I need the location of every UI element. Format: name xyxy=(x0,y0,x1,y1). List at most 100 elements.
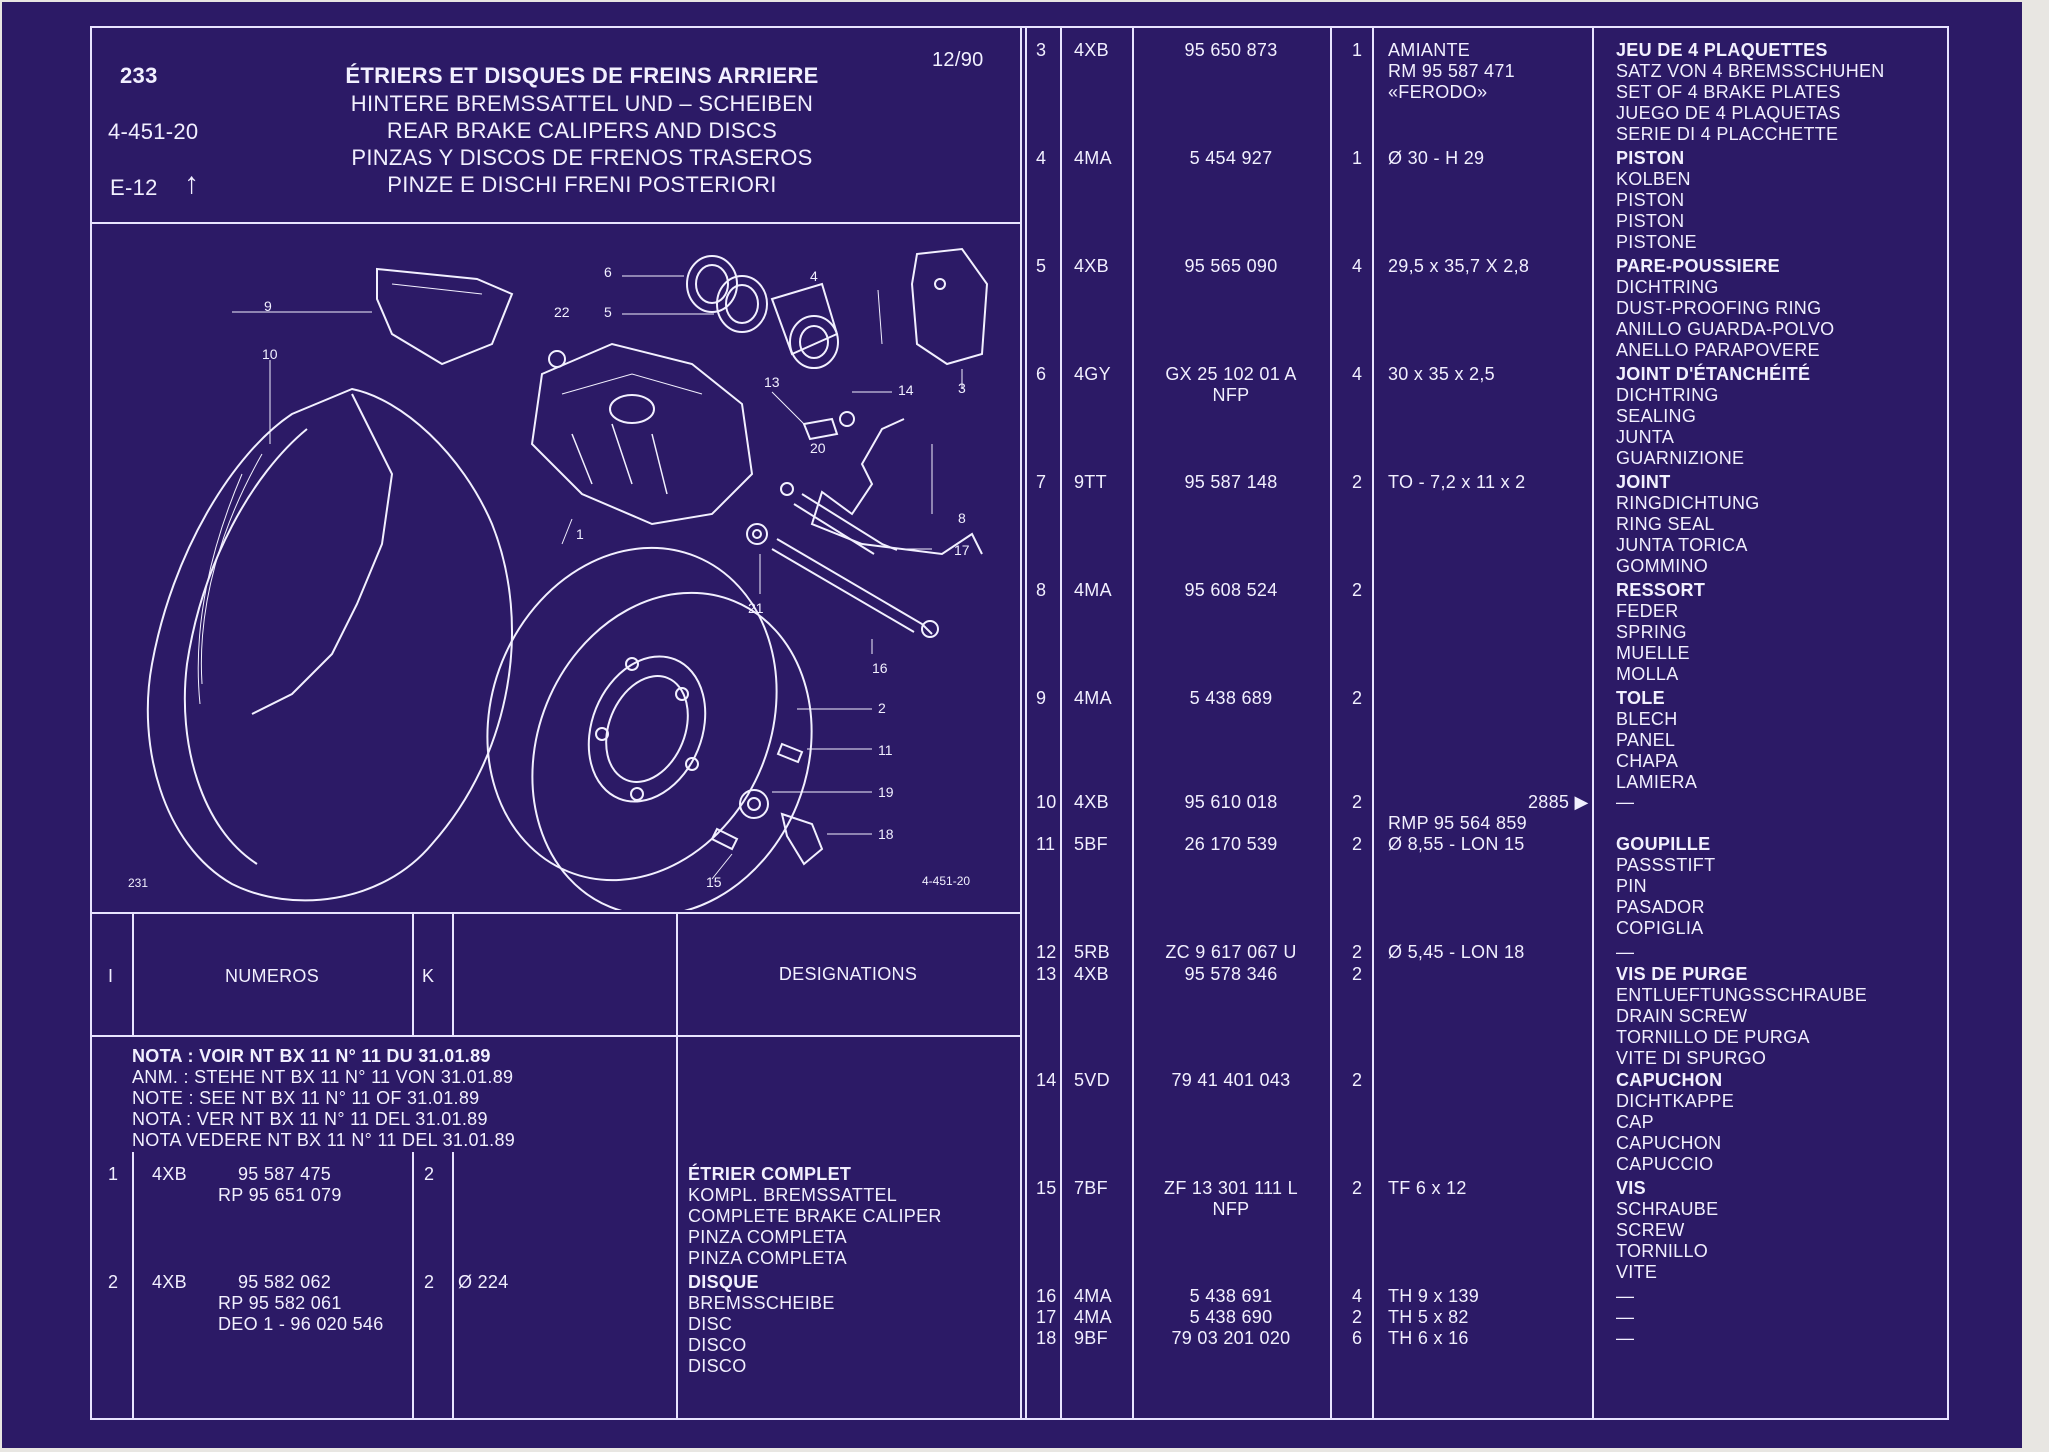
designation-translation: JUEGO DE 4 PLAQUETAS xyxy=(1616,103,1841,123)
item-number: 9 xyxy=(1036,688,1047,708)
diagram-divider xyxy=(90,912,1020,914)
designation-translation: RINGDICHTUNG xyxy=(1616,493,1760,513)
callout: 10 xyxy=(262,346,278,362)
callout: 2 xyxy=(878,700,886,716)
part-number: ZC 9 617 067 U xyxy=(1165,942,1297,962)
item-quantity: 1 xyxy=(1352,40,1363,60)
part-number: ZF 13 301 111 L xyxy=(1164,1178,1298,1198)
designation-translation: MUELLE xyxy=(1616,643,1690,663)
callout: 13 xyxy=(764,374,780,390)
item-code: 5VD xyxy=(1074,1070,1110,1090)
designation-translation: DUST-PROOFING RING xyxy=(1616,298,1822,318)
fixing-screw xyxy=(710,827,739,851)
item-quantity: 2 xyxy=(424,1164,435,1184)
item-number: 16 xyxy=(1036,1286,1057,1306)
designation-translation: PIN xyxy=(1616,876,1647,896)
note-es: NOTA : VER NT BX 11 N° 11 DEL 31.01.89 xyxy=(132,1109,488,1129)
designation-translation: CAPUCHON xyxy=(1616,1133,1722,1153)
designation-translation: CAP xyxy=(1616,1112,1654,1132)
part-number: NFP xyxy=(1212,1199,1250,1219)
item-quantity: 2 xyxy=(1352,1178,1363,1198)
diagram-ref: 4-451-20 xyxy=(922,874,971,888)
designation-title: — xyxy=(1616,942,1635,962)
designation-translation: GUARNIZIONE xyxy=(1616,448,1745,468)
notes-block: NOTA : VOIR NT BX 11 N° 11 DU 31.01.89 A… xyxy=(132,1046,515,1151)
exploded-brake-diagram xyxy=(146,247,989,910)
item-dimension: 29,5 x 35,7 X 2,8 xyxy=(1388,256,1530,276)
bolt-short xyxy=(801,493,898,551)
pin xyxy=(776,742,804,764)
designation-translation: JUNTA TORICA xyxy=(1616,535,1748,555)
item-number: 12 xyxy=(1036,942,1057,962)
item-quantity: 2 xyxy=(424,1272,435,1292)
continuation-marker: 2885 ▶ xyxy=(1528,792,1589,812)
part-number: NFP xyxy=(1212,385,1250,405)
designation-title: — xyxy=(1616,1328,1635,1348)
item-quantity: 1 xyxy=(1352,148,1363,168)
item-quantity: 2 xyxy=(1352,1307,1363,1327)
part-number: 95 565 090 xyxy=(1184,256,1278,276)
edition-code: E-12 xyxy=(110,175,158,200)
designation-translation: SPRING xyxy=(1616,622,1687,642)
title-de: HINTERE BREMSSATTEL UND – SCHEIBEN xyxy=(350,91,814,116)
item-number: 11 xyxy=(1036,834,1056,854)
designation-title: PARE-POUSSIERE xyxy=(1616,256,1780,276)
item-quantity: 4 xyxy=(1352,256,1363,276)
edition-date: 12/90 xyxy=(932,49,984,71)
designation-translation: PASSSTIFT xyxy=(1616,855,1716,875)
designation-translation: PISTON xyxy=(1616,190,1685,210)
brake-pad xyxy=(376,267,514,366)
designation-translation: DISCO xyxy=(688,1335,747,1355)
title-es: PINZAS Y DISCOS DE FRENOS TRASEROS xyxy=(351,145,813,170)
designation-translation: SEALING xyxy=(1616,406,1697,426)
item-quantity: 2 xyxy=(1352,472,1363,492)
designation-translation: JUNTA xyxy=(1616,427,1675,447)
callout: 8 xyxy=(958,510,966,526)
designation-translation: CAPUCCIO xyxy=(1616,1154,1714,1174)
item-quantity: 2 xyxy=(1352,580,1363,600)
designation-title: — xyxy=(1616,1307,1635,1327)
designation-translation: RING SEAL xyxy=(1616,514,1715,534)
callout: 14 xyxy=(898,382,914,398)
item-code: 4MA xyxy=(1074,1307,1112,1327)
part-number: 95 582 062 xyxy=(238,1272,332,1292)
designation-translation: DISC xyxy=(688,1314,733,1334)
part-number: 79 03 201 020 xyxy=(1171,1328,1291,1348)
designation-translation: PANEL xyxy=(1616,730,1676,750)
designation-title: JEU DE 4 PLAQUETTES xyxy=(1616,40,1828,60)
item-number: 15 xyxy=(1036,1178,1057,1198)
callout: 21 xyxy=(748,600,764,616)
item-code: 4MA xyxy=(1074,1286,1112,1306)
designation-title: TOLE xyxy=(1616,688,1665,708)
callout: 6 xyxy=(604,264,612,280)
title-it: PINZE E DISCHI FRENI POSTERIORI xyxy=(387,172,777,197)
note-en: NOTE : SEE NT BX 11 N° 11 OF 31.01.89 xyxy=(132,1088,480,1108)
item-quantity: 2 xyxy=(1352,942,1363,962)
item-code: 5BF xyxy=(1074,834,1108,854)
designation-translation: VITE xyxy=(1616,1262,1658,1282)
item-quantity: 2 xyxy=(1352,834,1363,854)
item-code: 4XB xyxy=(1074,964,1109,984)
part-number: 95 610 018 xyxy=(1184,792,1278,812)
item-dimension: TH 5 x 82 xyxy=(1388,1307,1469,1327)
title-en: REAR BRAKE CALIPERS AND DISCS xyxy=(386,118,778,143)
item-number: 7 xyxy=(1036,472,1047,492)
item-code: 5RB xyxy=(1074,942,1110,962)
backing-plate xyxy=(146,387,513,902)
item-code: 4GY xyxy=(1074,364,1111,384)
designation-title: ÉTRIER COMPLET xyxy=(688,1164,852,1184)
item-number: 14 xyxy=(1036,1070,1057,1090)
item-quantity: 2 xyxy=(1352,964,1363,984)
designation-translation: PASADOR xyxy=(1616,897,1705,917)
item-dimension: Ø 30 - H 29 xyxy=(1388,148,1485,168)
callout: 22 xyxy=(554,304,570,320)
designation-translation: DICHTRING xyxy=(1616,385,1719,405)
item-dimension: Ø 224 xyxy=(458,1272,509,1292)
diagram-page-ref: 231 xyxy=(128,876,149,890)
designation-title: DISQUE xyxy=(688,1272,759,1292)
callout: 17 xyxy=(954,542,970,558)
outer-frame xyxy=(90,26,1949,1420)
column-header-i: I xyxy=(108,966,114,986)
item-code: 9TT xyxy=(1074,472,1107,492)
